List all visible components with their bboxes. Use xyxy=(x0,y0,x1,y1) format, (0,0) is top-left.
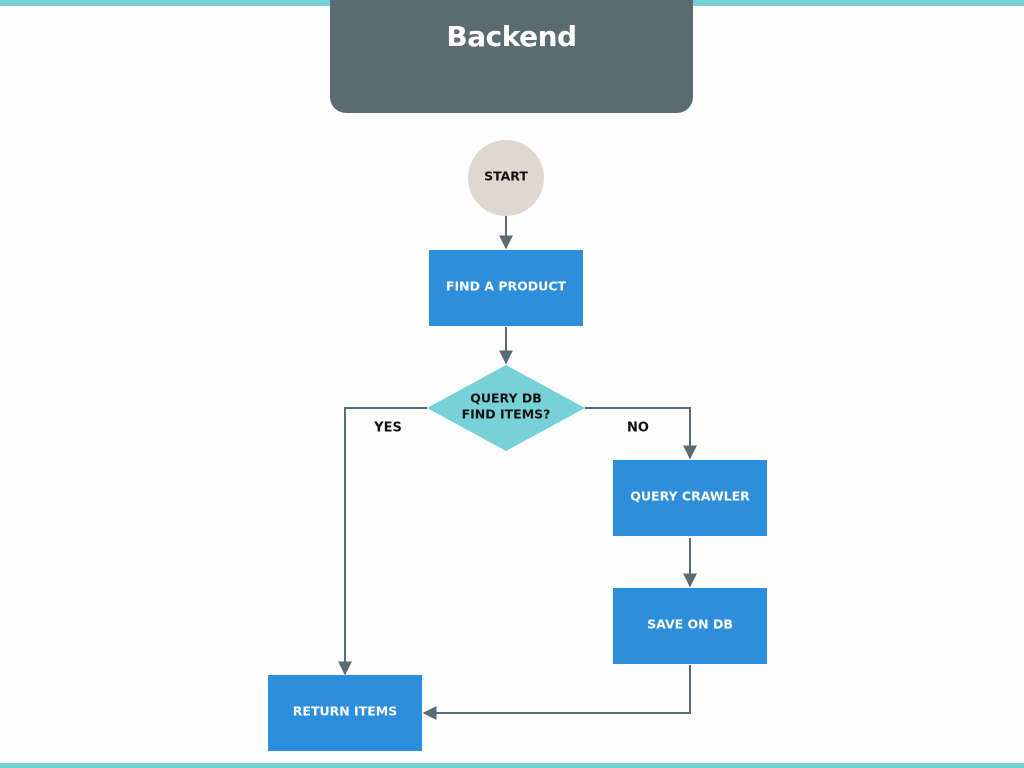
save-db-label: SAVE ON DB xyxy=(647,617,733,632)
save-db-box xyxy=(613,588,767,664)
start-node: START xyxy=(468,140,544,216)
connector-decision-no xyxy=(585,407,697,460)
return-items-label: RETURN ITEMS xyxy=(293,704,397,719)
start-circle xyxy=(468,140,544,216)
page-title: Backend xyxy=(446,20,577,53)
find-product-node: FIND A PRODUCT xyxy=(429,250,583,326)
query-crawler-label: QUERY CRAWLER xyxy=(630,489,750,504)
decision-label-line2: FIND ITEMS? xyxy=(462,407,551,422)
save-db-node: SAVE ON DB xyxy=(613,588,767,664)
connector-save-to-return xyxy=(422,665,691,720)
no-branch-label: NO xyxy=(627,421,649,436)
find-product-label: FIND A PRODUCT xyxy=(446,279,567,294)
connector-decision-yes xyxy=(338,407,427,676)
query-crawler-node: QUERY CRAWLER xyxy=(613,460,767,536)
query-crawler-box xyxy=(613,460,767,536)
title-banner: Backend xyxy=(330,0,693,113)
find-product-box xyxy=(429,250,583,326)
decision-diamond xyxy=(427,365,585,451)
decision-label-line1: QUERY DB xyxy=(470,391,542,406)
return-items-box xyxy=(268,675,422,751)
start-label: START xyxy=(484,169,528,184)
decision-node: QUERY DB FIND ITEMS? xyxy=(427,365,585,451)
return-items-node: RETURN ITEMS xyxy=(268,675,422,751)
yes-branch-label: YES xyxy=(373,421,402,436)
bottom-accent-stripe xyxy=(0,763,1024,768)
